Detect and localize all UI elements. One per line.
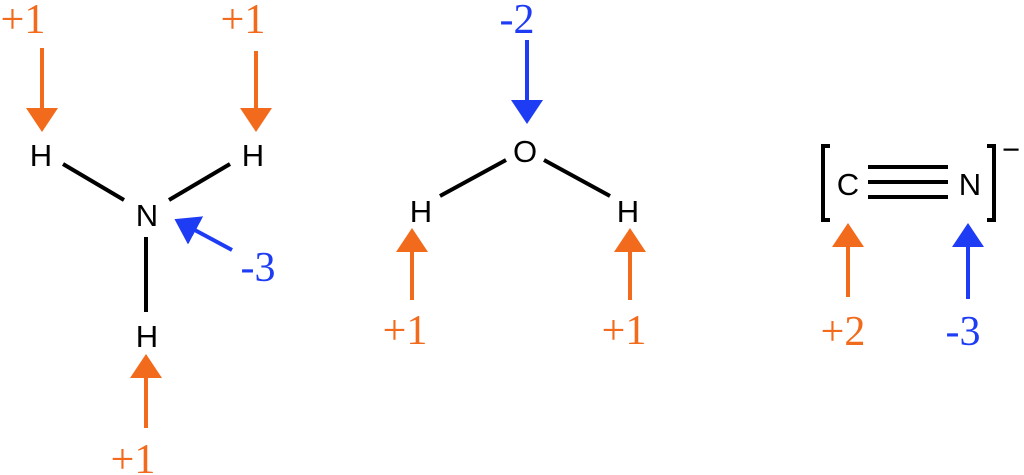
atom-h-right: H [617,194,639,229]
label-h-left: +1 [1,0,46,43]
bond-o-h-left [439,158,507,198]
label-h-right: +1 [602,308,647,354]
label-h-bottom: +1 [111,437,156,475]
atom-h-left: H [410,194,432,229]
ion-charge: − [1002,132,1020,167]
cyanide-ion: − C N +2 -3 [821,132,1020,355]
water-molecule: O H H -2 +1 +1 [383,0,647,354]
atom-h-right: H [242,138,264,173]
label-c: +2 [821,309,866,355]
label-n: -3 [946,309,981,355]
atom-o: O [513,134,537,169]
bond-n-h-left [61,162,126,202]
label-h-right: +1 [221,0,266,43]
bond-n-h-right [167,162,232,202]
triple-bond [868,165,948,199]
ammonia-molecule: H H N H +1 +1 -3 +1 [1,0,276,475]
atom-n: N [959,167,981,202]
arrow-n [174,216,233,252]
atom-h-left: H [30,138,52,173]
left-bracket [821,144,830,222]
atom-c: C [837,167,859,202]
bond-o-h-right [543,158,611,198]
atom-h-bottom: H [136,319,158,354]
label-h-left: +1 [383,308,428,354]
label-n: -3 [241,245,276,291]
label-o: -2 [500,0,535,43]
right-bracket [987,144,996,222]
atom-n: N [136,198,158,233]
